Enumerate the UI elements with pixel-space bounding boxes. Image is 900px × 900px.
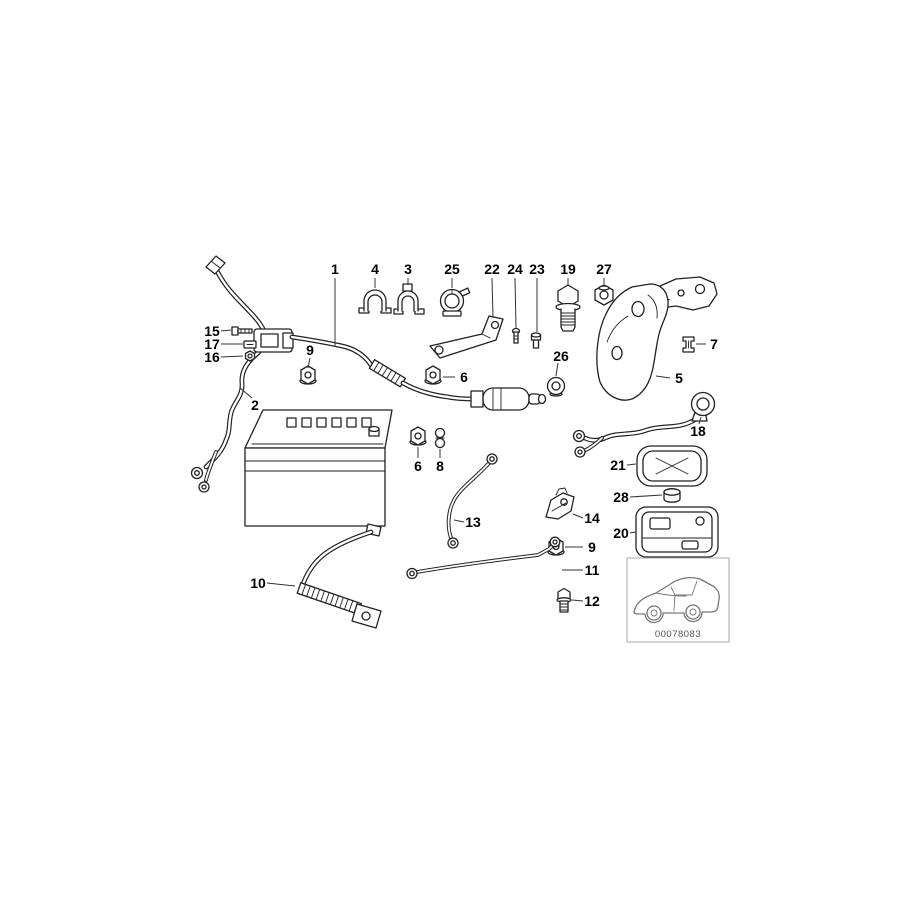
callout-25-3: 25 xyxy=(444,261,460,277)
callout-lead-16-11 xyxy=(220,355,244,358)
callout-lead-15-9 xyxy=(220,329,232,332)
callout-lead-12-27 xyxy=(571,599,584,602)
battery-cell-cap xyxy=(301,417,312,428)
callout-24-5: 24 xyxy=(507,261,523,277)
callout-lead-26-15 xyxy=(555,362,559,377)
callout-2-13: 2 xyxy=(251,397,259,413)
callout-4-1: 4 xyxy=(371,261,379,277)
part-19-hex-bolt xyxy=(555,284,581,332)
callout-7-17: 7 xyxy=(710,336,718,352)
part-17-plate xyxy=(243,340,257,349)
battery-cell-cap xyxy=(286,417,297,428)
callout-11-26: 11 xyxy=(585,562,600,578)
callout-12-27: 12 xyxy=(584,593,600,609)
callout-lead-5-16 xyxy=(655,375,671,379)
callout-9-25: 9 xyxy=(588,539,596,555)
car-wheel xyxy=(685,604,701,620)
part-23-bush xyxy=(530,332,542,349)
callout-lead-14-24 xyxy=(572,513,584,519)
battery-cell-cap xyxy=(331,417,342,428)
callout-lead-13-28 xyxy=(453,519,465,523)
car-inset: 00078083 xyxy=(626,557,730,643)
callout-8-20: 8 xyxy=(436,458,444,474)
car-thumbnail xyxy=(633,577,720,624)
part-14-bracket xyxy=(545,487,575,520)
callout-13-28: 13 xyxy=(465,514,481,530)
callout-lead-28-22 xyxy=(629,494,663,498)
callout-23-6: 23 xyxy=(529,261,545,277)
callout-14-24: 14 xyxy=(584,510,600,526)
callout-17-10: 17 xyxy=(204,336,220,352)
callout-lead-24-5 xyxy=(514,277,517,329)
part-6-nut-lower xyxy=(409,426,427,446)
callout-lead-21-21 xyxy=(626,463,637,466)
part-5-heat-shield xyxy=(596,276,718,401)
car-wheel xyxy=(646,605,662,621)
callout-1-0: 1 xyxy=(331,261,339,277)
callout-27-8: 27 xyxy=(596,261,612,277)
part-16-nut xyxy=(244,350,256,362)
battery xyxy=(244,409,393,527)
part-27-lock-nut xyxy=(594,284,614,306)
callout-lead-20-23 xyxy=(629,531,637,534)
callout-21-21: 21 xyxy=(610,457,626,473)
callout-16-11: 16 xyxy=(204,349,220,365)
callout-28-22: 28 xyxy=(613,489,629,505)
part-11-earth-strap xyxy=(406,536,561,580)
callout-18-18: 18 xyxy=(690,423,706,439)
callout-20-23: 20 xyxy=(613,525,629,541)
callout-15-9: 15 xyxy=(204,323,220,339)
corrugated-sleeve xyxy=(368,359,407,388)
part-13-cable xyxy=(446,453,498,549)
part-24-screw xyxy=(511,327,521,344)
part-10-cable xyxy=(296,523,382,629)
callout-9-12: 9 xyxy=(306,342,314,358)
part-26-grommet xyxy=(546,376,566,397)
part-12-bolt xyxy=(556,587,572,613)
callout-19-7: 19 xyxy=(560,261,576,277)
callout-lead-2-13 xyxy=(239,387,253,399)
part-9-nut-left xyxy=(299,365,317,385)
part-15-bolt xyxy=(231,326,253,336)
corrugated-sleeve xyxy=(296,582,362,615)
part-7-clip xyxy=(682,336,695,353)
callout-22-4: 22 xyxy=(484,261,500,277)
part-3-clamp xyxy=(393,283,425,315)
callout-5-16: 5 xyxy=(675,370,683,386)
battery-cell-cap xyxy=(346,417,357,428)
cable-connector-boot xyxy=(482,387,530,411)
part-8-clip xyxy=(434,427,446,449)
part-1-battery-cable xyxy=(289,334,547,411)
part-20-battery-tray xyxy=(635,506,719,558)
battery-cell-cap xyxy=(361,417,372,428)
callout-lead-9-12 xyxy=(307,357,311,369)
callout-6-19: 6 xyxy=(414,458,422,474)
callout-lead-18-18 xyxy=(698,416,702,425)
callout-3-2: 3 xyxy=(404,261,412,277)
part-25-clamp xyxy=(439,287,471,317)
diagram-code: 00078083 xyxy=(655,629,701,640)
callout-26-15: 26 xyxy=(553,348,569,364)
part-6-nut-upper xyxy=(424,365,442,385)
part-2-positive-battery-cable xyxy=(190,255,294,493)
callout-lead-22-4 xyxy=(491,277,494,319)
callout-6-14: 6 xyxy=(460,369,468,385)
part-4-clamp xyxy=(358,289,392,314)
part-18-ground-cable xyxy=(572,391,716,458)
part-21-terminal-cover xyxy=(636,445,708,487)
part-22-bracket xyxy=(429,315,504,359)
callout-10-29: 10 xyxy=(250,575,266,591)
battery-cell-cap xyxy=(316,417,327,428)
callout-lead-10-29 xyxy=(266,582,296,587)
part-28-cap xyxy=(663,488,681,503)
